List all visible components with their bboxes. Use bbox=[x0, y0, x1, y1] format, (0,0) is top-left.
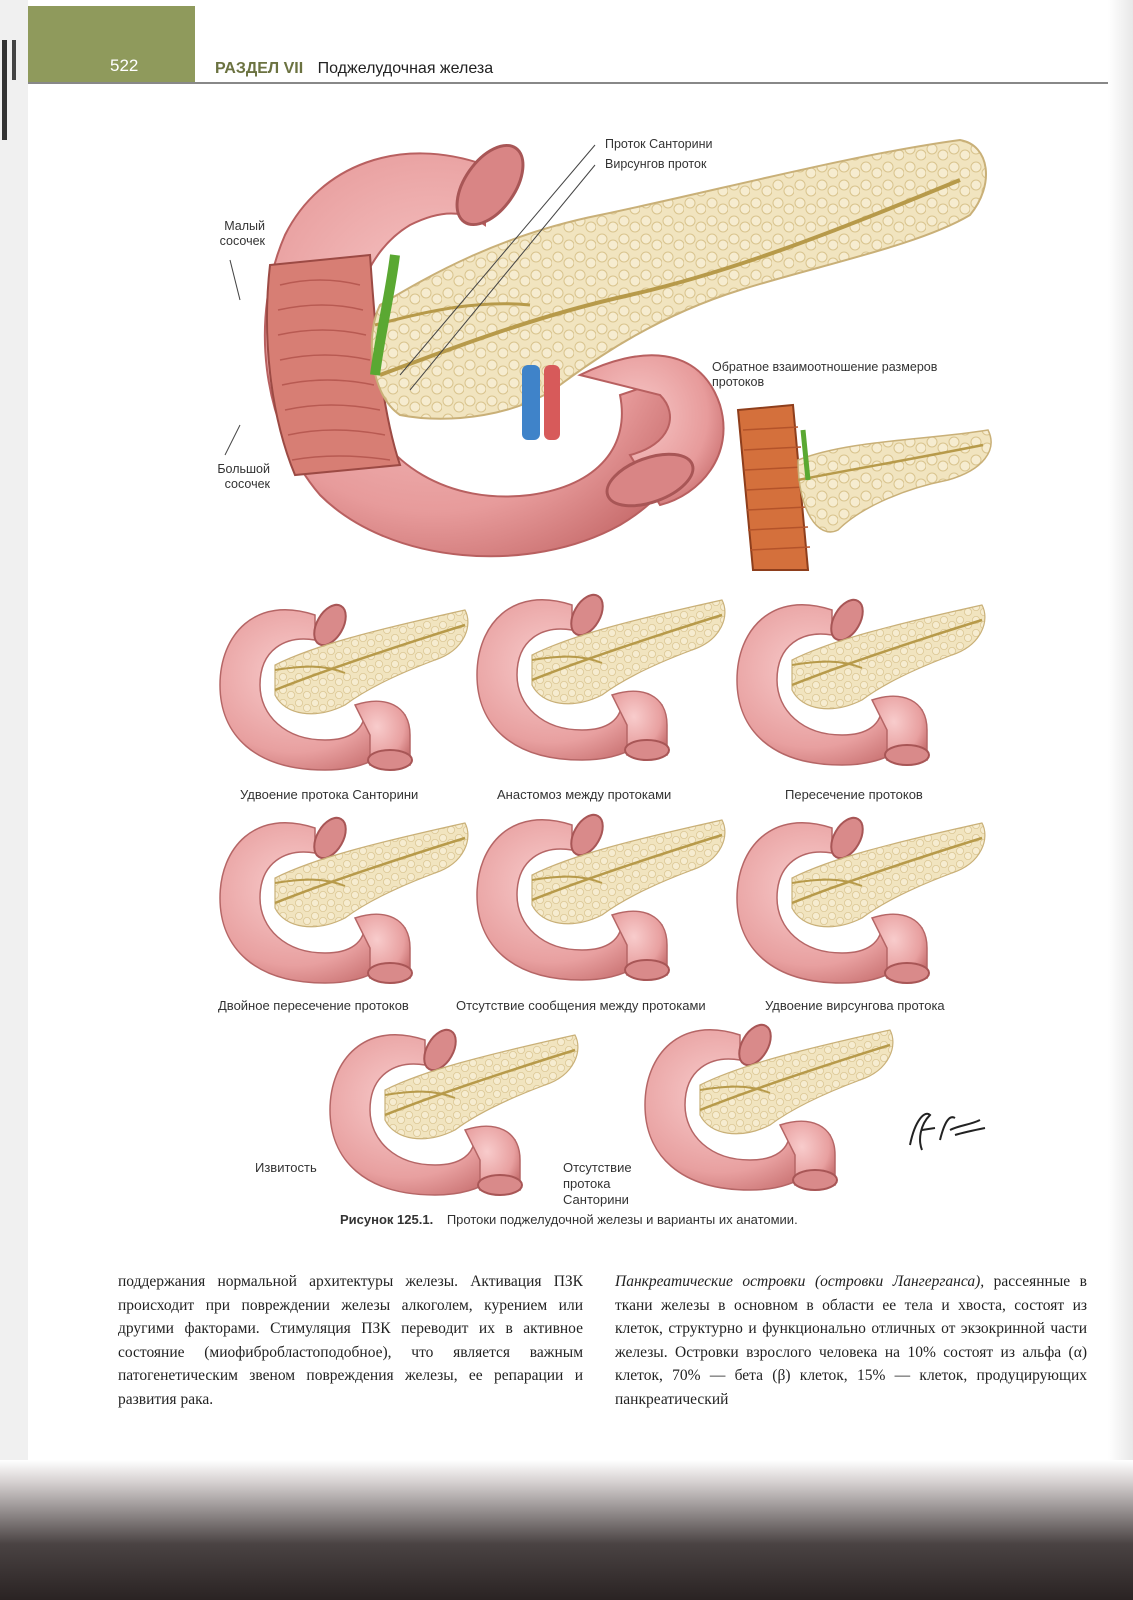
page-number: 522 bbox=[110, 56, 139, 75]
variant-thumbnail bbox=[218, 811, 470, 985]
main-pancreas-illustration bbox=[224, 138, 987, 558]
paragraph: Панкреатические островки (островки Ланге… bbox=[615, 1270, 1087, 1411]
variant-caption: Отсутствие протока Санторини bbox=[563, 1160, 632, 1207]
variant-thumbnail bbox=[328, 1023, 580, 1197]
label-minor-papilla: Малый сосочек bbox=[219, 219, 265, 248]
page-gutter-edge bbox=[0, 0, 28, 1600]
variant-caption: Удвоение вирсунгова протока bbox=[765, 998, 945, 1013]
page-number-tab bbox=[28, 6, 195, 82]
duodenum-mucosa bbox=[266, 253, 402, 477]
figure-caption: Рисунок 125.1. Протоки поджелудочной жел… bbox=[340, 1212, 798, 1227]
mesenteric-artery bbox=[544, 365, 560, 440]
variant-thumbnail bbox=[735, 811, 987, 985]
santorini-duct bbox=[374, 302, 531, 327]
wirsung-duct bbox=[379, 178, 961, 377]
section-label: РАЗДЕЛ VII bbox=[215, 60, 304, 77]
inset-label: Обратное взаимоотношение размеров проток… bbox=[712, 360, 938, 389]
paragraph: поддержания нормальной архитектуры желез… bbox=[118, 1273, 583, 1408]
italic-term: Панкреатические островки (островки Ланге… bbox=[615, 1273, 985, 1290]
variant-thumbnail bbox=[475, 588, 727, 762]
variant-caption: Отсутствие сообщения между протоками bbox=[456, 998, 706, 1013]
label-major-papilla: Большой сосочек bbox=[217, 462, 270, 491]
variant-caption: Анастомоз между протоками bbox=[497, 787, 672, 802]
paragraph-text: рассеянные в ткани железы в основном в о… bbox=[615, 1273, 1087, 1408]
figure-caption-text: Протоки поджелудочной железы и варианты … bbox=[446, 1212, 798, 1227]
header-rule bbox=[28, 82, 1108, 84]
label-wirsung-duct: Вирсунгов проток bbox=[605, 157, 707, 171]
duodenum-opening-bottom bbox=[605, 452, 695, 508]
artist-signature bbox=[909, 1112, 986, 1151]
variant-caption: Удвоение протока Санторини bbox=[240, 787, 419, 802]
variant-thumbnail bbox=[643, 1018, 895, 1192]
pancreas bbox=[370, 138, 987, 420]
figure-number: Рисунок 125.1. bbox=[340, 1212, 434, 1227]
portal-vein bbox=[522, 365, 540, 440]
variant-caption: Извитость bbox=[255, 1160, 317, 1175]
variant-thumbnail bbox=[475, 808, 727, 982]
body-text-right-column: Панкреатические островки (островки Ланге… bbox=[615, 1270, 1087, 1411]
page-edge bbox=[1108, 0, 1133, 1470]
inset-illustration bbox=[736, 403, 992, 571]
variant-caption: Пересечение протоков bbox=[785, 787, 923, 802]
section-title: Поджелудочная железа bbox=[317, 60, 494, 77]
body-text-left-column: поддержания нормальной архитектуры желез… bbox=[118, 1270, 583, 1411]
duodenum-opening-top bbox=[455, 143, 525, 227]
running-head: РАЗДЕЛ VII Поджелудочная железа bbox=[215, 60, 493, 78]
scan-bottom-shadow bbox=[0, 1460, 1133, 1600]
bile-duct bbox=[370, 254, 400, 376]
variant-caption: Двойное пересечение протоков bbox=[218, 998, 409, 1013]
label-santorini-duct: Проток Санторини bbox=[605, 137, 713, 151]
variant-thumbnail bbox=[735, 593, 987, 767]
variant-thumbnail bbox=[218, 598, 470, 772]
